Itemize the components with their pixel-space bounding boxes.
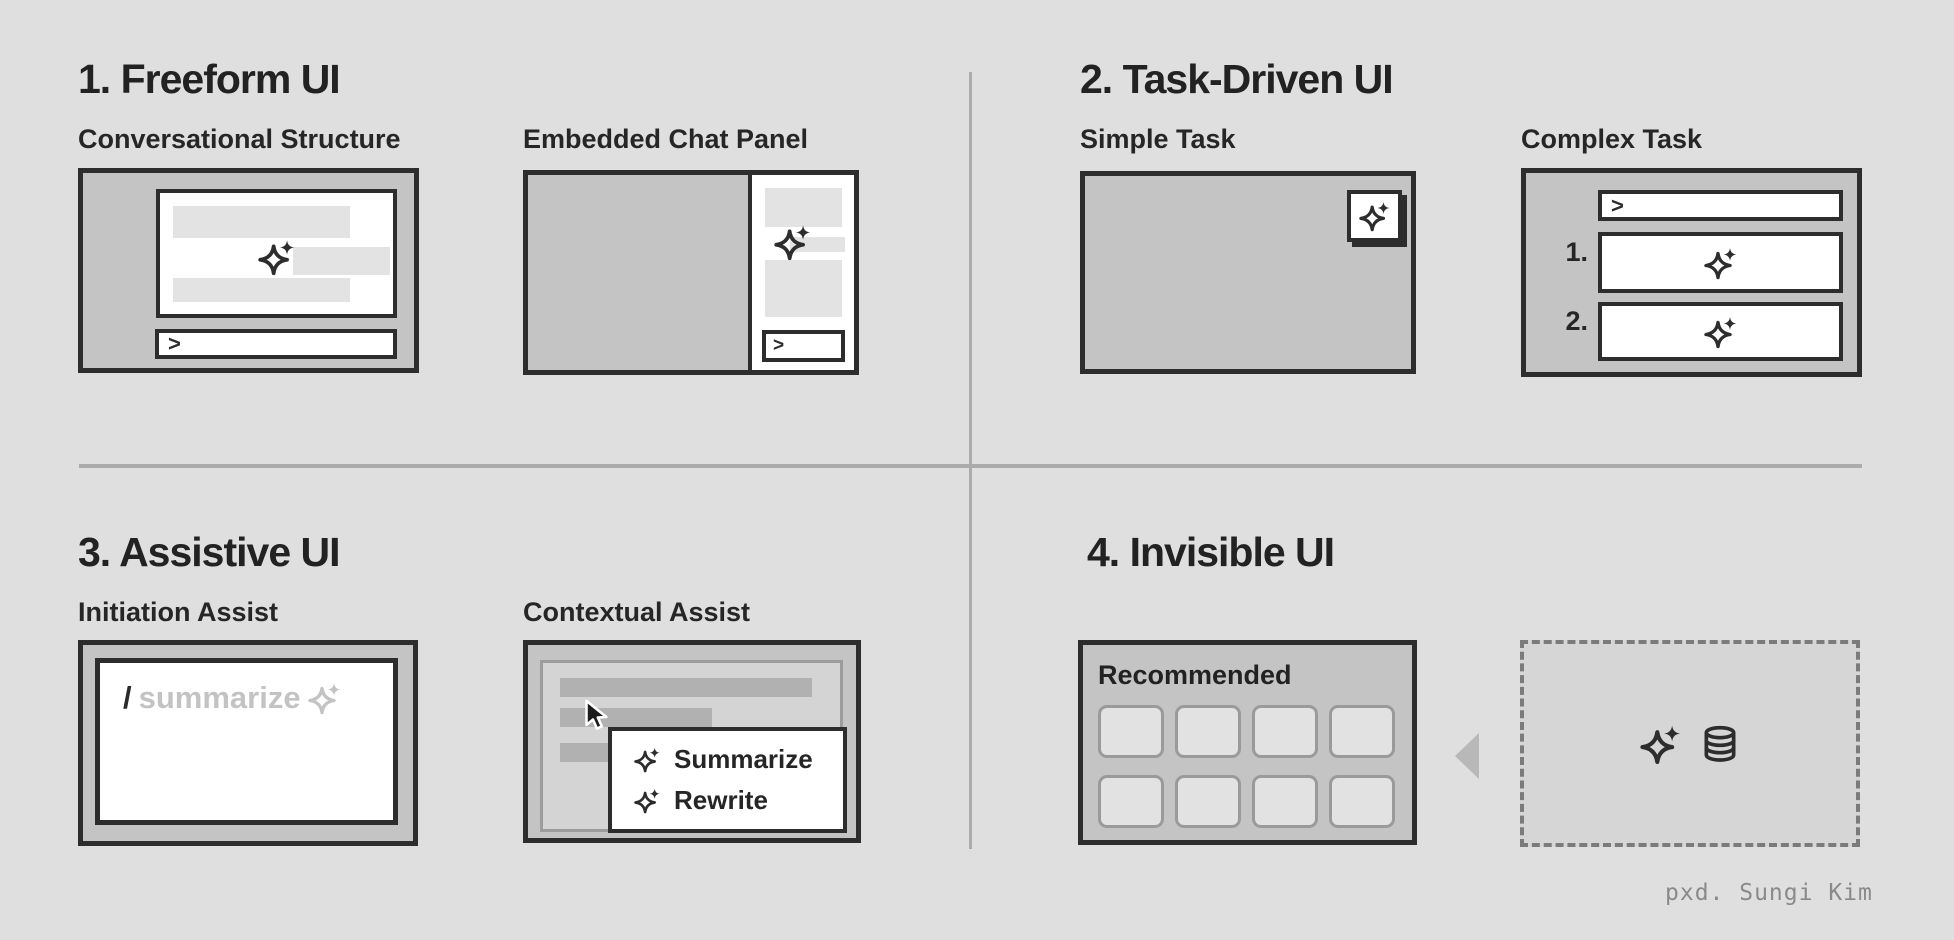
contextual-assist-mock: Summarize Rewrite [523,640,861,843]
menu-item-label: Summarize [674,744,813,775]
section-2-title: 2. Task-Driven UI [1080,56,1394,102]
recommendation-tile[interactable] [1175,775,1241,828]
recommendation-tile[interactable] [1329,705,1395,758]
task-prompt-input[interactable]: > [1598,190,1843,221]
prompt-char: > [773,335,785,356]
section-3-title: 3. Assistive UI [78,529,341,575]
recommendation-tile[interactable] [1252,775,1318,828]
triangle-left-icon [1455,733,1479,779]
step-1-box [1598,232,1843,293]
command-placeholder: summarize [138,680,301,715]
step-2-box [1598,302,1843,361]
message-bar [173,278,350,302]
conversational-structure-mock: > [78,168,419,373]
chat-prompt-input[interactable]: > [155,329,397,359]
step-1-label: 1. [1565,237,1588,267]
context-menu: Summarize Rewrite [608,727,847,833]
panel-label-complex-task: Complex Task [1521,124,1703,154]
message-bar [790,237,845,252]
message-bar [765,260,842,317]
text-line-bar [560,678,812,697]
vertical-divider [969,72,972,849]
horizontal-divider [79,464,1862,468]
recommendation-tile[interactable] [1252,705,1318,758]
sparkle-icon [258,238,296,276]
message-bar [293,247,390,275]
sparkle-icon [634,787,661,814]
chat-message-area [156,189,397,318]
panel-label-contextual-assist: Contextual Assist [523,597,751,627]
panel-label-simple-task: Simple Task [1080,124,1236,154]
initiation-assist-mock: /summarize [78,640,418,846]
sparkle-icon [634,746,661,773]
message-bar [173,206,350,238]
recommendation-tile[interactable] [1098,775,1164,828]
cursor-icon [578,698,612,732]
section-1-title: 1. Freeform UI [78,56,341,102]
complex-task-mock: > 1. 2. [1521,168,1862,377]
prompt-char: > [1611,192,1624,218]
section-4-title: 4. Invisible UI [1087,529,1335,575]
embedded-chat-panel-mock: > [523,170,859,375]
recommendation-tile[interactable] [1098,705,1164,758]
database-icon [1700,724,1740,764]
menu-item-rewrite[interactable]: Rewrite [634,785,843,816]
sparkle-icon [307,681,342,715]
sparkle-icon [1703,315,1738,349]
sparkle-icon [1358,200,1391,232]
message-bar [765,188,842,227]
sparkle-icon [1640,723,1682,765]
text-editor[interactable]: /summarize [95,658,398,825]
recommendation-tile[interactable] [1175,705,1241,758]
sparkle-icon [774,223,812,261]
invisible-backend-mock [1520,640,1860,847]
menu-item-label: Rewrite [674,784,768,815]
recommendation-tile[interactable] [1329,775,1395,828]
prompt-char: > [168,331,181,356]
panel-label-conversational-structure: Conversational Structure [78,124,401,154]
sparkle-icon [1703,246,1738,280]
slash-char: / [123,680,132,715]
chat-side-panel: > [748,175,854,370]
chat-prompt-input[interactable]: > [762,330,845,362]
simple-task-mock [1080,171,1416,374]
recommended-label: Recommended [1098,660,1292,690]
ai-task-button[interactable] [1347,190,1402,242]
panel-label-initiation-assist: Initiation Assist [78,597,279,627]
slash-command-line: /summarize [123,680,342,716]
panel-label-embedded-chat-panel: Embedded Chat Panel [523,124,809,154]
recommended-panel-mock: Recommended [1078,640,1417,845]
author-signature: pxd. Sungi Kim [1665,880,1873,906]
step-2-label: 2. [1565,306,1588,336]
menu-item-summarize[interactable]: Summarize [634,744,843,775]
recommendation-grid [1098,705,1395,828]
